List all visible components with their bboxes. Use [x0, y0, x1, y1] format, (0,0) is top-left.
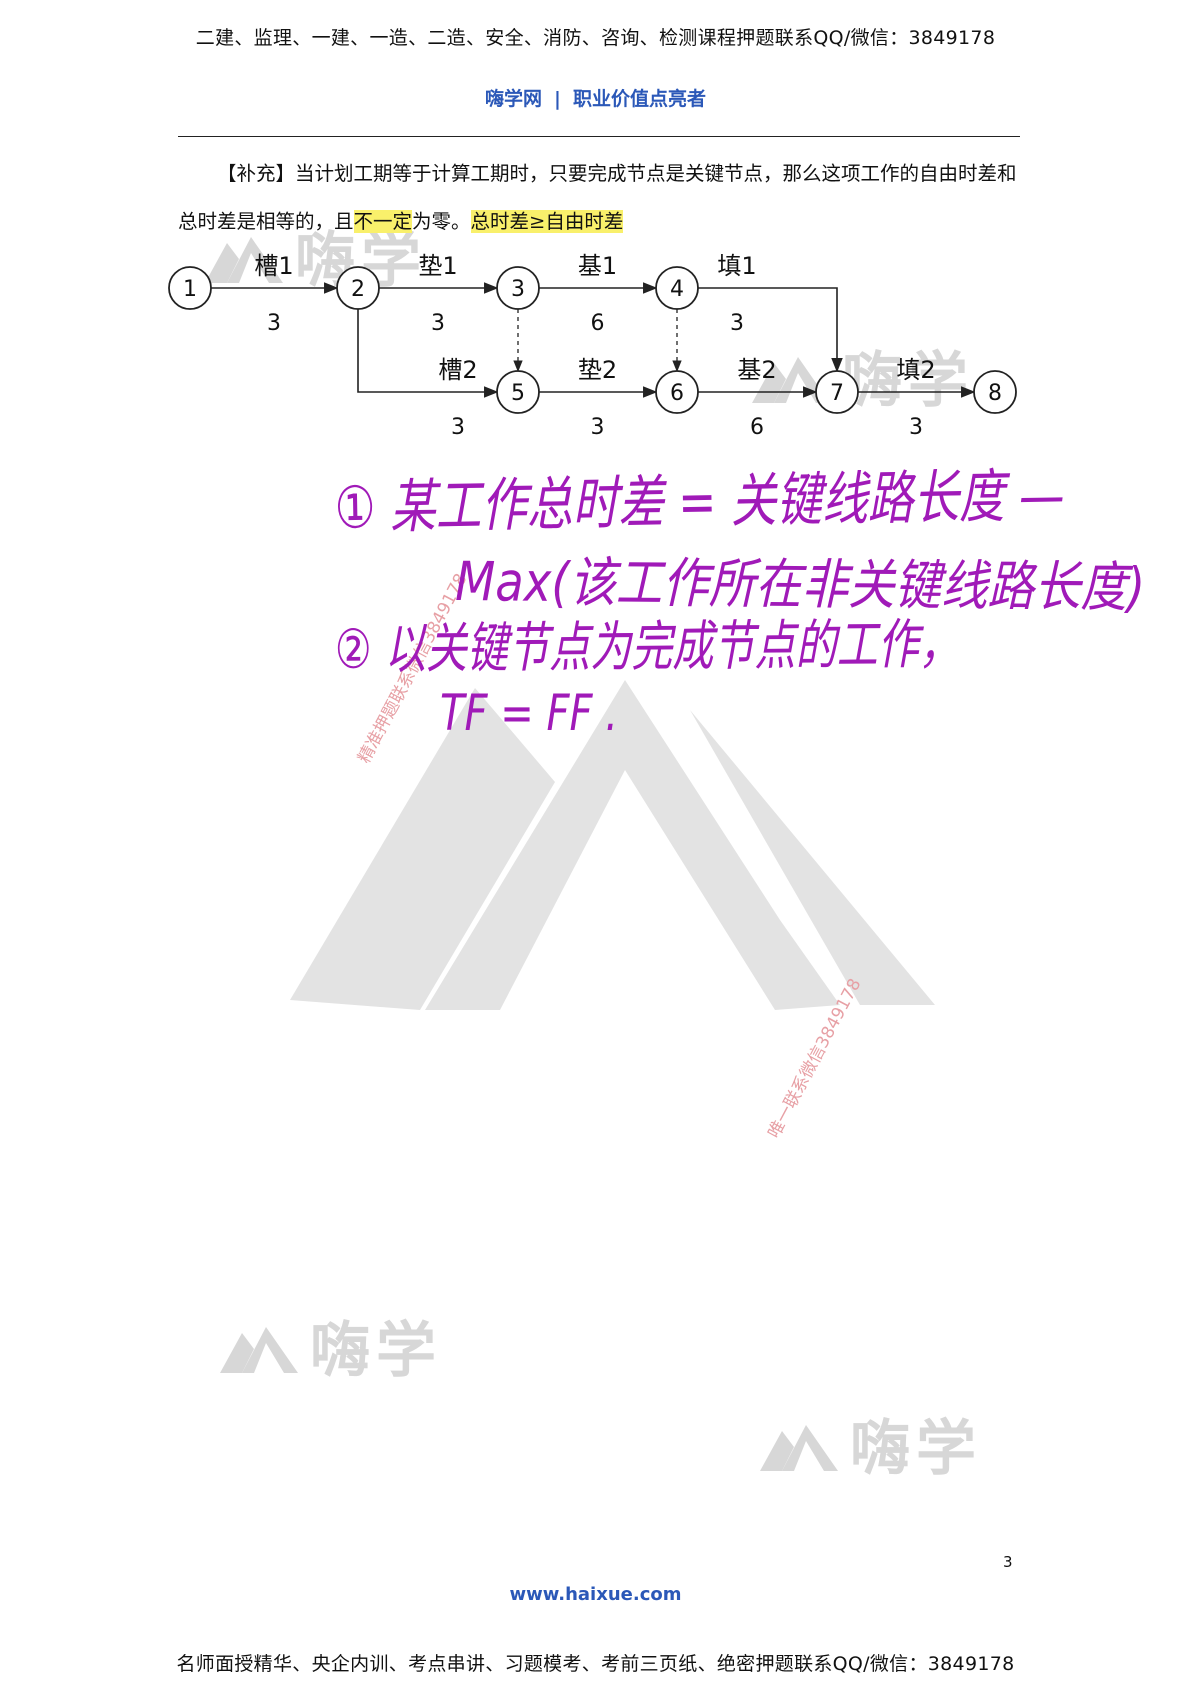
website-link[interactable]: www.haixue.com: [509, 1584, 682, 1605]
node-label-2: 2: [351, 277, 365, 302]
node-label-8: 8: [988, 381, 1002, 406]
node-circle-4: [655, 266, 699, 310]
bottom-promo-banner: 名师面授精华、央企内训、考点串讲、习题模考、考前三页纸、绝密押题联系QQ/微信：…: [176, 1653, 1015, 1675]
paragraph-lead-text: 【补充】当计划工期等于计算工期时，只要完成节点是关键节点，那么这项工作的自由时差…: [178, 162, 1017, 233]
haixue-logo-text: 嗨学: [842, 346, 974, 416]
activity-name-2-5: 槽2: [438, 356, 477, 384]
paragraph-middle-text: 为零。: [412, 210, 471, 233]
activity-arrow-4-7: [698, 287, 843, 373]
node-label-3: 3: [511, 277, 525, 302]
page-number: 3: [1003, 1553, 1013, 1571]
activity-name-7-8: 填2: [896, 356, 935, 384]
node-label-6: 6: [670, 381, 684, 406]
node-circle-1: [168, 266, 212, 310]
node-circle-2: [336, 266, 380, 310]
activity-arrows: [211, 282, 976, 398]
activity-name-1-2: 槽1: [254, 252, 293, 280]
activity-arrow-2-5: [357, 309, 499, 398]
handwritten-notes: ① 某工作总时差 = 关键线路长度 — Max(该工作所在非关键线路长度) ② …: [334, 461, 1146, 742]
double-code-network-diagram: 1 2 3 4 5 6 7 8 槽1 3 垫1 3 基1 6 填1 3 槽2 3 垫2 3 基2 6 填2 3: [168, 252, 1017, 440]
top-promo-banner: 二建、监理、一建、一造、二造、安全、消防、咨询、检测课程押题联系QQ/微信：38…: [195, 27, 996, 49]
node-circle-3: [496, 266, 540, 310]
node-circle-6: [655, 370, 699, 414]
handwritten-note-1-line-1: ① 某工作总时差 = 关键线路长度 —: [334, 461, 1065, 542]
haixue-mountain-icon: [205, 236, 283, 283]
activity-name-2-3: 垫1: [418, 252, 457, 280]
haixue-logo-watermark-4: 嗨学: [760, 1400, 982, 1487]
node-circle-8: [973, 370, 1017, 414]
node-label-5: 5: [511, 381, 525, 406]
handwritten-note-2-line-1: ② 以关键节点为完成节点的工作，: [335, 613, 961, 681]
handwritten-note-2-line-2: TF = FF .: [440, 684, 618, 742]
haixue-logo-watermark-3: 嗨学: [220, 1302, 442, 1389]
activity-duration-1-2: 3: [267, 311, 281, 336]
supplement-paragraph: 【补充】当计划工期等于计算工期时，只要完成节点是关键节点，那么这项工作的自由时差…: [178, 150, 1020, 246]
activity-name-4-7: 填1: [717, 252, 756, 280]
activity-duration-2-5: 3: [451, 415, 465, 440]
highlighted-phrase-not-necessarily: 不一定: [353, 210, 413, 233]
activity-name-6-7: 基2: [737, 356, 776, 384]
haixue-logo-text: 嗨学: [850, 1414, 982, 1484]
node-label-7: 7: [830, 381, 844, 406]
activity-duration-2-3: 3: [431, 311, 445, 336]
haixue-mountain-icon: [760, 1424, 838, 1471]
activity-labels: 槽1 3 垫1 3 基1 6 填1 3 槽2 3 垫2 3 基2 6 填2 3: [254, 252, 935, 440]
highlighted-phrase-tf-ge-ff: 总时差≥自由时差: [470, 210, 624, 233]
activity-name-5-6: 垫2: [578, 356, 617, 384]
network-nodes: 1 2 3 4 5 6 7 8: [168, 266, 1017, 414]
site-slogan: 职业价值点亮者: [572, 88, 706, 110]
handwritten-note-1-line-2: Max(该工作所在非关键线路长度): [455, 550, 1146, 619]
node-label-1: 1: [183, 277, 197, 302]
node-circle-7: [815, 370, 859, 414]
activity-duration-5-6: 3: [591, 415, 605, 440]
activity-duration-3-4: 6: [591, 311, 605, 336]
haixue-logo-text: 嗨学: [310, 1316, 442, 1386]
header-separator: |: [554, 88, 561, 110]
activity-duration-6-7: 6: [750, 415, 764, 440]
header-divider: [178, 136, 1020, 137]
node-label-4: 4: [670, 277, 684, 302]
haixue-mountain-icon: [220, 1326, 298, 1373]
activity-duration-4-7: 3: [730, 311, 744, 336]
activity-name-3-4: 基1: [578, 252, 617, 280]
activity-duration-7-8: 3: [909, 415, 923, 440]
site-name[interactable]: 嗨学网: [485, 88, 543, 110]
site-header: 嗨学网 | 职业价值点亮者: [0, 84, 1191, 111]
node-circle-5: [496, 370, 540, 414]
